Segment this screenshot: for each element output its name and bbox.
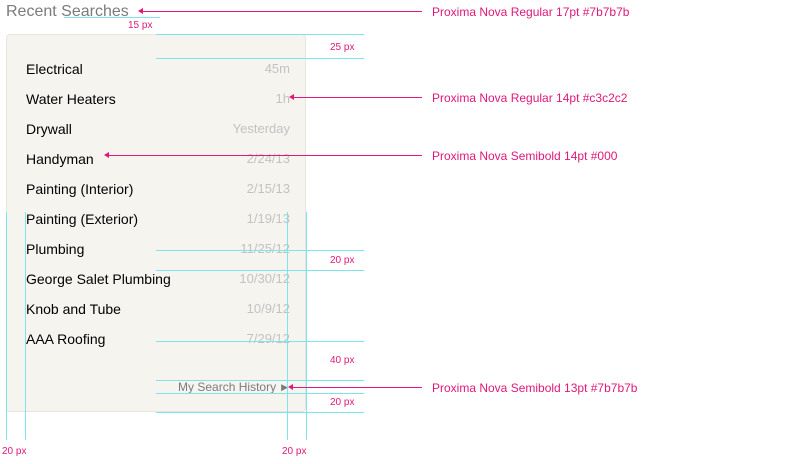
item-time: 10/9/12: [246, 301, 290, 316]
guide-line: [287, 212, 288, 440]
list-item[interactable]: Electrical 45m: [7, 55, 307, 85]
guide-line: [306, 212, 307, 440]
list-item[interactable]: Painting (Interior) 2/15/13: [7, 175, 307, 205]
measure-top-padding: 25 px: [330, 42, 355, 53]
item-label: Drywall: [26, 121, 72, 137]
list-item[interactable]: Water Heaters 1h: [7, 85, 307, 115]
recent-searches-panel: Electrical 45m Water Heaters 1h Drywall Yes…: [6, 34, 306, 412]
item-time: 11/25/12: [240, 241, 290, 256]
item-time: 2/24/13: [246, 151, 290, 166]
item-time: Yesterday: [232, 121, 290, 136]
item-time: 1h: [275, 91, 290, 106]
guide-line: [156, 250, 364, 251]
measure-title-gap: 15 px: [128, 20, 153, 31]
guide-line: [6, 212, 7, 440]
annotation-pointer: [289, 94, 422, 100]
annotation-pointer: [138, 8, 422, 14]
recent-searches-title: Recent Searches: [6, 3, 129, 20]
guide-line: [156, 341, 364, 342]
list-item[interactable]: AAA Roofing 7/29/12: [7, 325, 307, 355]
item-label: George Salet Plumbing: [26, 271, 171, 287]
measure-list-to-link: 40 px: [330, 355, 355, 366]
measure-left-padding: 20 px: [2, 446, 27, 457]
measure-bottom-padding: 20 px: [330, 397, 355, 408]
guide-line: [156, 412, 364, 413]
annotation-pointer: [288, 384, 422, 390]
list-item[interactable]: Handyman 2/24/13: [7, 145, 307, 175]
measure-row-gap: 20 px: [330, 255, 355, 266]
item-label: Painting (Exterior): [26, 211, 139, 227]
recent-searches-list: Electrical 45m Water Heaters 1h Drywall Yes…: [7, 55, 307, 355]
item-time: 10/30/12: [239, 271, 290, 286]
annotation-pointer: [104, 152, 422, 158]
guide-line: [25, 212, 26, 440]
guide-line: [156, 58, 364, 59]
guide-line: [156, 380, 364, 381]
item-label: Knob and Tube: [26, 301, 121, 317]
my-search-history-link[interactable]: My Search History ▶: [178, 378, 288, 396]
list-item[interactable]: Knob and Tube 10/9/12: [7, 295, 307, 325]
item-label: AAA Roofing: [26, 331, 106, 347]
item-font-note: Proxima Nova Semibold 14pt #000: [432, 149, 618, 163]
item-label: Handyman: [26, 151, 94, 167]
item-label: Plumbing: [26, 241, 85, 257]
link-font-note: Proxima Nova Semibold 13pt #7b7b7b: [432, 381, 638, 395]
guide-line: [156, 393, 364, 394]
item-label: Painting (Interior): [26, 181, 134, 197]
title-font-note: Proxima Nova Regular 17pt #7b7b7b: [432, 5, 630, 19]
list-item[interactable]: George Salet Plumbing 10/30/12: [7, 265, 307, 295]
guide-line: [156, 34, 364, 35]
measure-right-padding: 20 px: [282, 446, 307, 457]
item-label: Water Heaters: [26, 91, 116, 107]
item-time: 45m: [264, 61, 290, 76]
guide-line: [156, 270, 364, 271]
history-link-label: My Search History: [178, 380, 277, 394]
item-label: Electrical: [26, 61, 83, 77]
play-arrow-icon: ▶: [281, 382, 288, 392]
guide-line: [64, 17, 160, 18]
list-item[interactable]: Drywall Yesterday: [7, 115, 307, 145]
time-font-note: Proxima Nova Regular 14pt #c3c2c2: [432, 91, 628, 105]
item-time: 1/19/13: [246, 211, 290, 226]
list-item[interactable]: Painting (Exterior) 1/19/13: [7, 205, 307, 235]
item-time: 7/29/12: [246, 331, 290, 346]
list-item[interactable]: Plumbing 11/25/12: [7, 235, 307, 265]
item-time: 2/15/13: [246, 181, 290, 196]
